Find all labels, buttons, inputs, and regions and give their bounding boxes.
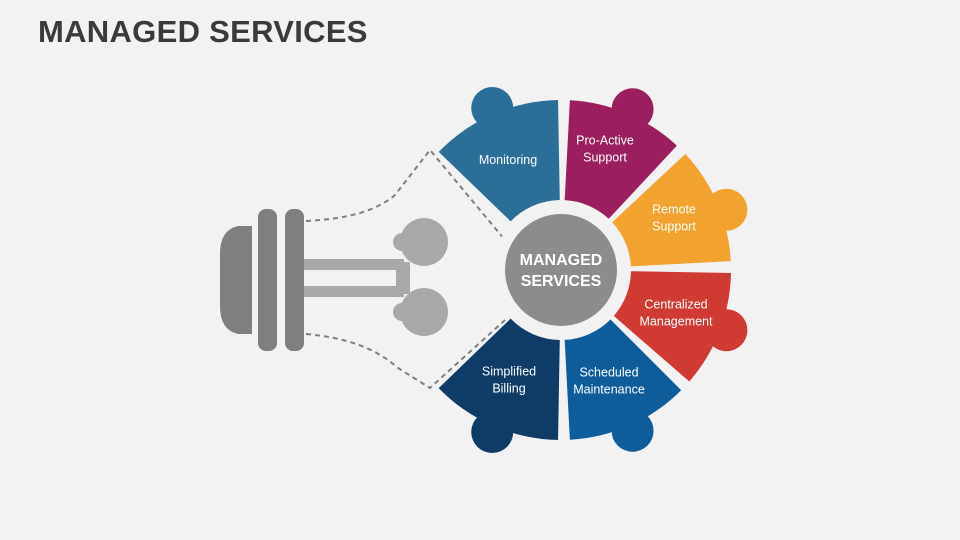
segment-monitoring: Monitoring <box>438 86 560 222</box>
segment-label: Support <box>583 151 627 165</box>
segment-label: Monitoring <box>479 153 537 167</box>
segment-label: Management <box>640 315 713 329</box>
segment-label: Scheduled <box>579 366 638 380</box>
segment-shape <box>438 100 560 222</box>
segment-knob <box>471 86 514 129</box>
bulb-ring-1 <box>258 209 277 351</box>
hub-label-line1: MANAGED <box>520 252 603 269</box>
segment-knob <box>705 188 748 231</box>
segment-shape <box>438 318 560 440</box>
page-title: MANAGED SERVICES <box>38 14 368 49</box>
segment-shape <box>613 271 731 382</box>
segment-label: Simplified <box>482 365 536 379</box>
hub: MANAGED SERVICES <box>493 202 629 338</box>
segment-knob <box>705 309 748 352</box>
segment-knob <box>611 409 654 452</box>
hub-label-line2: SERVICES <box>521 273 602 290</box>
segment-label: Maintenance <box>573 383 645 397</box>
hub-circle <box>505 214 617 326</box>
segment-knob <box>471 411 514 454</box>
segment-label: Support <box>652 220 696 234</box>
segment-label: Centralized <box>644 298 707 312</box>
segment-label: Billing <box>492 382 525 396</box>
segment-shape <box>564 100 677 219</box>
bulb-ring-2 <box>285 209 304 351</box>
segment-shape <box>612 154 731 267</box>
bulb-outline <box>305 148 506 390</box>
segments: MonitoringPro-ActiveSupportRemoteSupport… <box>438 86 748 454</box>
segment-shape <box>564 319 682 440</box>
filament-icon <box>304 218 448 336</box>
segment-knob <box>611 88 654 131</box>
bulb-base-icon <box>220 209 304 351</box>
bulb-cap <box>220 226 252 334</box>
segment-label: Remote <box>652 203 696 217</box>
segment-label: Pro-Active <box>576 134 634 148</box>
